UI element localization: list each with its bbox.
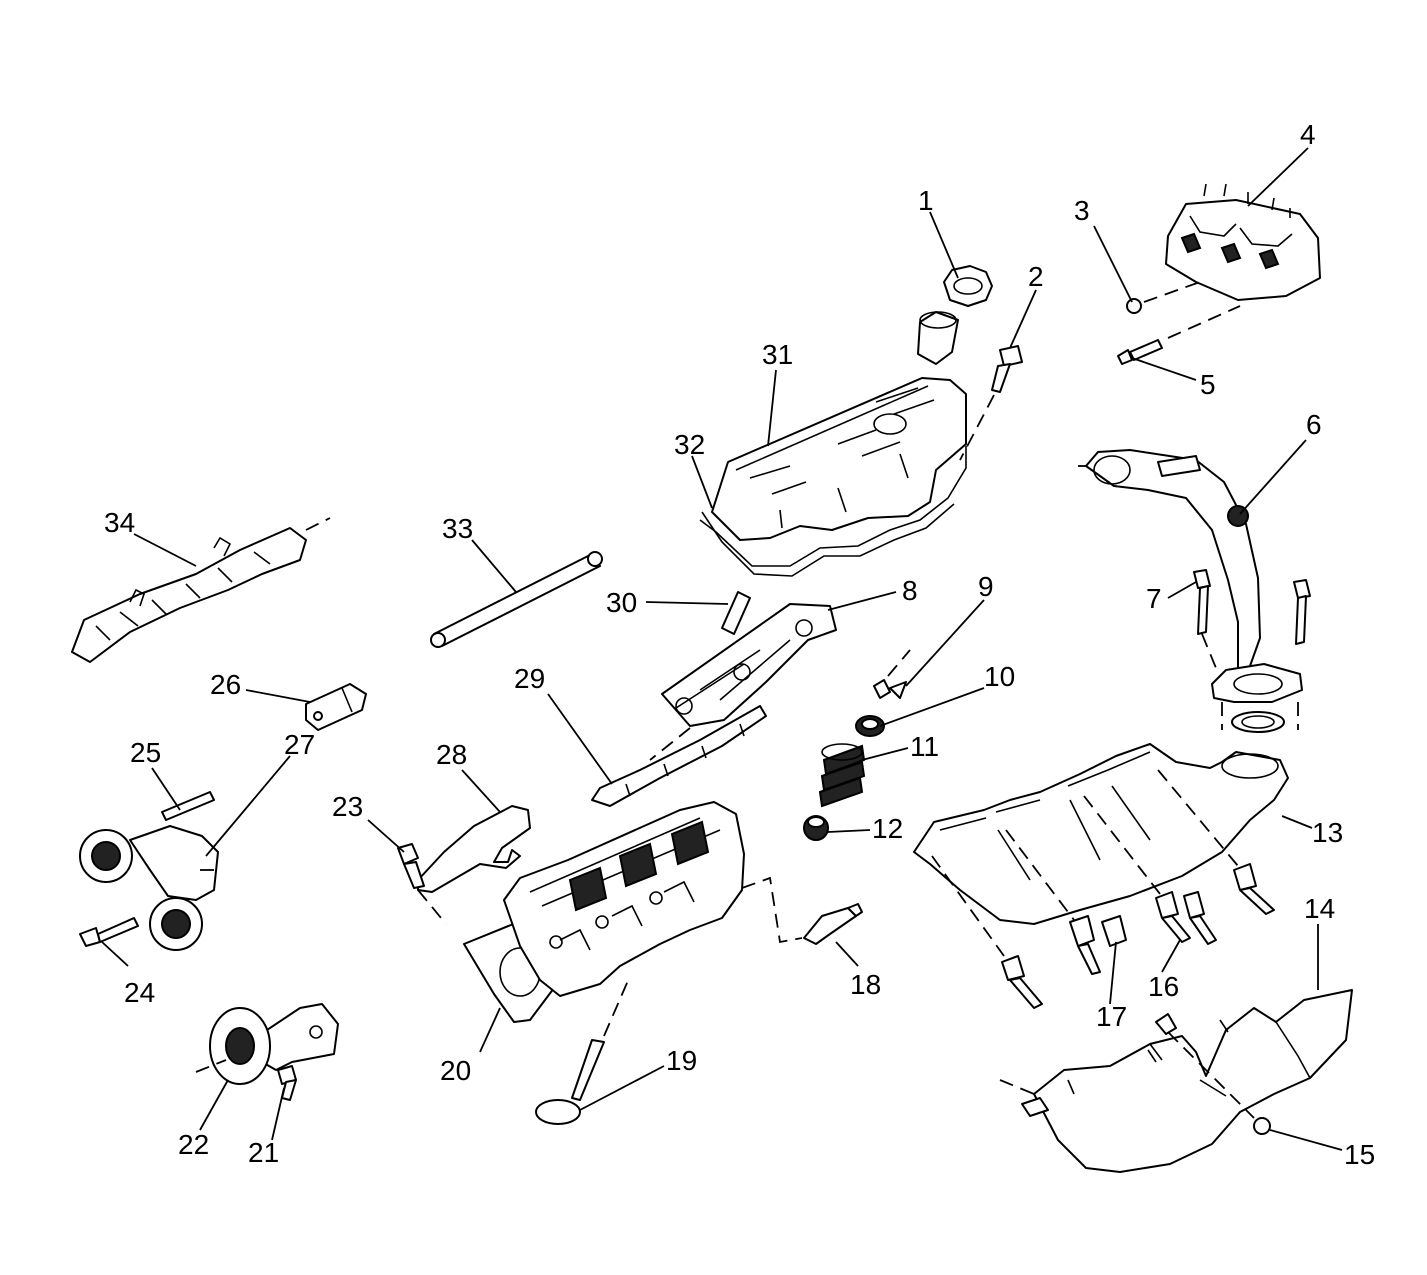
- valve-cover-gasket: [699, 446, 967, 577]
- heat-shield-nut: [1167, 1031, 1271, 1135]
- callout-11: 11: [910, 731, 939, 762]
- valve-cover: [711, 377, 967, 541]
- valve-stem-seal: [803, 815, 829, 841]
- callout-17: 17: [1096, 1001, 1127, 1032]
- callout-16: 16: [1148, 971, 1179, 1002]
- callout-23: 23: [332, 791, 363, 822]
- callout-7: 7: [1146, 583, 1162, 614]
- callout-3: 3: [1074, 195, 1090, 226]
- callout-14: 14: [1304, 893, 1335, 924]
- coil-bolt: [1117, 305, 1241, 365]
- cylinder-head: [503, 801, 745, 997]
- rocker-support: [591, 705, 767, 807]
- rocker-arm-assembly: [661, 603, 837, 727]
- rocker-bolt: [721, 591, 751, 635]
- tensioner-stud: [161, 791, 215, 821]
- drive-belt-tensioner: [79, 825, 222, 951]
- callout-5: 5: [1200, 369, 1216, 400]
- callout-22: 22: [178, 1129, 209, 1160]
- valve-keeper: [873, 649, 911, 699]
- callout-9: 9: [978, 571, 994, 602]
- callout-26: 26: [210, 669, 241, 700]
- callout-24: 24: [124, 977, 155, 1008]
- valve-lifter: [305, 683, 367, 731]
- oil-filler-cap: [917, 265, 993, 365]
- idler-pulley-bolt: [277, 1065, 297, 1101]
- exhaust-heat-shield: [999, 989, 1353, 1173]
- lift-bracket: [417, 805, 531, 925]
- idler-pulley: [195, 1007, 271, 1085]
- callout-12: 12: [872, 813, 903, 844]
- callout-25: 25: [130, 737, 161, 768]
- callout-6: 6: [1306, 409, 1322, 440]
- callout-10: 10: [984, 661, 1015, 692]
- exhaust-pipe-studs: [1157, 455, 1311, 669]
- callout-33: 33: [442, 513, 473, 544]
- callout-8: 8: [902, 575, 918, 606]
- bracket-bolt: [397, 843, 425, 889]
- tensioner-bolt: [79, 917, 139, 947]
- exhaust-manifold: [913, 743, 1289, 925]
- valve-spring: [818, 743, 866, 808]
- callout-34: 34: [104, 507, 135, 538]
- callout-28: 28: [436, 739, 467, 770]
- callout-18: 18: [850, 969, 881, 1000]
- valve-spring-cap: [855, 715, 885, 737]
- ignition-coil-module: [1165, 183, 1321, 301]
- callout-13: 13: [1312, 817, 1343, 848]
- pushrod: [430, 551, 603, 648]
- intake-valve: [535, 975, 631, 1125]
- coil-nut: [1126, 281, 1201, 314]
- fuel-rail: [71, 517, 331, 663]
- callout-4: 4: [1300, 119, 1316, 150]
- spark-plug: [741, 876, 863, 945]
- leader-lines: [101, 147, 1343, 1151]
- callout-32: 32: [674, 429, 705, 460]
- callout-labels: 1 2 3 4 5 6 7 8 9 10 11 12 13 14 15 16 1…: [104, 119, 1375, 1170]
- manifold-studs: [931, 769, 1275, 1009]
- callout-31: 31: [762, 339, 793, 370]
- exhaust-pipe-gasket: [1221, 702, 1299, 733]
- callout-1: 1: [918, 185, 934, 216]
- callout-21: 21: [248, 1137, 279, 1168]
- callout-30: 30: [606, 587, 637, 618]
- callout-29: 29: [514, 663, 545, 694]
- callout-20: 20: [440, 1055, 471, 1086]
- callout-15: 15: [1344, 1139, 1375, 1170]
- valve-cover-bolt: [959, 345, 1023, 461]
- exhaust-crossover-pipe: [1078, 449, 1303, 703]
- callout-2: 2: [1028, 261, 1044, 292]
- callout-19: 19: [666, 1045, 697, 1076]
- callout-27: 27: [284, 729, 315, 760]
